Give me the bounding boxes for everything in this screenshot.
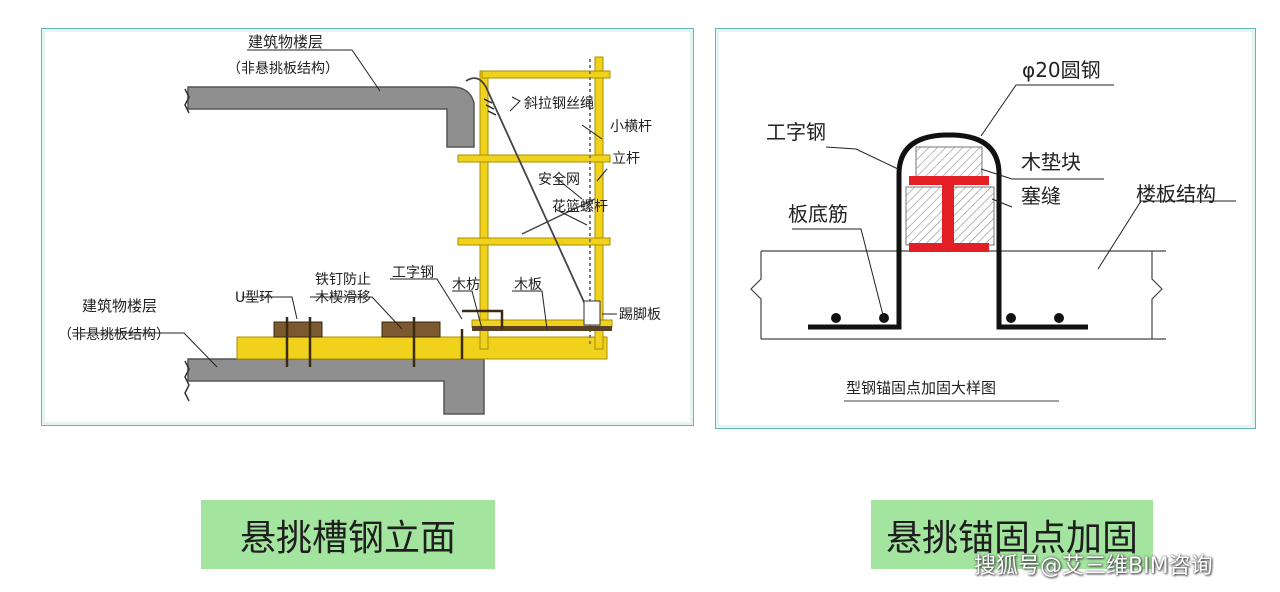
label-toe-board: 踢脚板 — [619, 307, 661, 323]
label-safety-net: 安全网 — [538, 171, 580, 188]
u-ring-1 — [285, 317, 312, 367]
label-floor-top: 建筑物楼层 — [248, 33, 323, 51]
wood-block-2 — [381, 321, 441, 338]
label-small-crossbar: 小横杆 — [610, 119, 652, 135]
label-i-steel: 工字钢 — [766, 120, 826, 144]
diagonal-steel-rope — [465, 77, 595, 325]
label-slab-structure: 楼板结构 — [1136, 182, 1216, 206]
label-floor-bottom-sub: （非悬挑板结构） — [58, 327, 170, 343]
right-diagram-panel: φ20圆钢 工字钢 木垫块 塞缝 楼板结构 板底筋 型钢锚固点加固大样图 — [715, 28, 1256, 429]
caption-right: 悬挑锚固点加固 — [871, 500, 1153, 569]
label-bottom-rebar: 板底筋 — [788, 202, 848, 226]
caption-left: 悬挑槽钢立面 — [201, 500, 495, 569]
label-floor-bottom: 建筑物楼层 — [82, 297, 157, 315]
rebar-dot-4 — [1054, 313, 1064, 323]
lower-floor-slab — [187, 358, 485, 415]
rebar-dot-1 — [831, 313, 841, 323]
channel-steel-beam — [236, 336, 608, 360]
label-wood-block: 木枋 — [452, 277, 480, 293]
u-round-steel-bar — [808, 132, 1088, 330]
label-iron-nail: 铁钉防止 — [315, 272, 371, 288]
label-upright: 立杆 — [612, 151, 640, 167]
watermark-text: 搜狐号@艾三维BIM咨询 — [974, 554, 1213, 579]
upper-floor-slab — [187, 86, 475, 148]
label-wood-pad: 木垫块 — [1021, 150, 1081, 174]
i-beam-web — [942, 185, 954, 243]
anchorage-detail-drawing: φ20圆钢 工字钢 木垫块 塞缝 楼板结构 板底筋 型钢锚固点加固大样图 — [750, 58, 1236, 402]
label-gap-fill: 塞缝 — [1021, 184, 1061, 208]
label-i-beam: 工字钢 — [392, 265, 434, 281]
left-diagram-panel: 建筑物楼层 （非悬挑板结构） 斜拉钢丝绳 小横杆 立杆 安全网 花篮螺杆 铁钉防… — [41, 28, 694, 426]
label-brace: 花篮螺杆 — [552, 199, 608, 215]
rebar-dot-3 — [1006, 313, 1016, 323]
label-u-ring: U型环 — [235, 290, 273, 306]
i-beam-top-flange — [909, 176, 989, 185]
label-wood-slip: 木楔滑移 — [315, 289, 371, 306]
label-floor-top-sub: （非悬挑板结构） — [227, 61, 339, 77]
label-round-steel: φ20圆钢 — [1022, 58, 1101, 82]
label-wood-board: 木板 — [514, 277, 542, 293]
scaffold-upright-outer — [594, 56, 604, 350]
i-beam-bottom-flange — [909, 243, 989, 252]
label-diagonal-rope: 斜拉钢丝绳 — [524, 96, 594, 112]
brace-rod — [521, 198, 596, 235]
wood-board — [472, 326, 612, 331]
toe-board — [583, 300, 601, 326]
cantilever-elevation-drawing: 建筑物楼层 （非悬挑板结构） 斜拉钢丝绳 小横杆 立杆 安全网 花篮螺杆 铁钉防… — [58, 33, 661, 415]
label-detail-title: 型钢锚固点加固大样图 — [846, 379, 996, 397]
wood-block-1 — [273, 321, 323, 338]
scaffold-upright-inner — [479, 70, 489, 350]
wood-pad-top — [915, 146, 983, 180]
